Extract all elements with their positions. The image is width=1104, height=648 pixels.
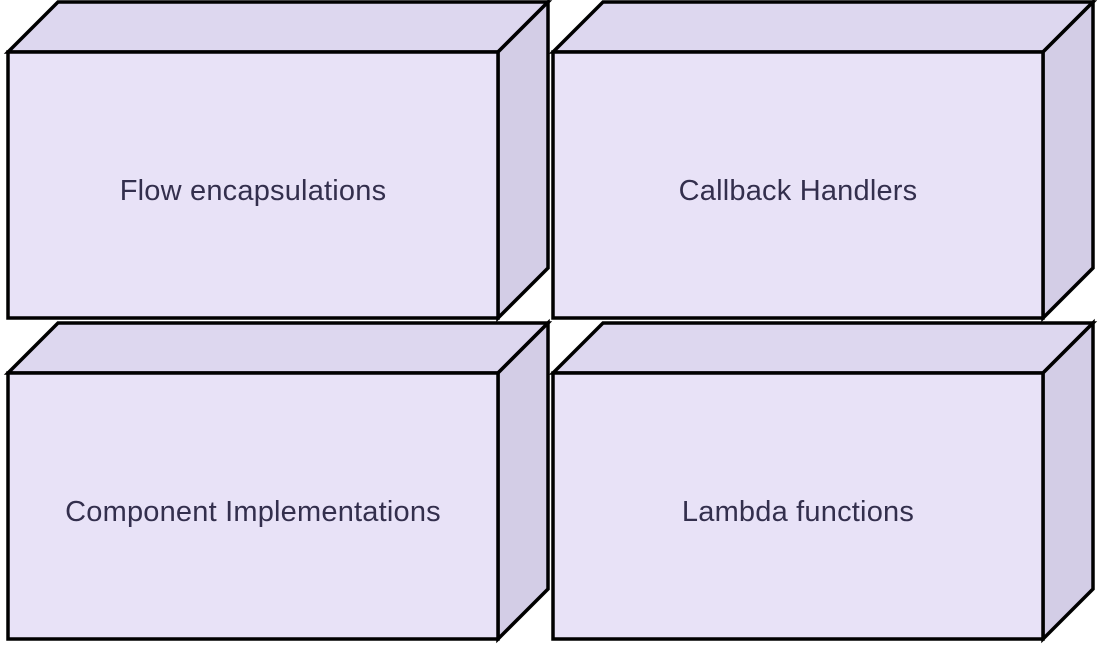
box-front-face	[551, 50, 1045, 320]
box-side-face	[496, 318, 550, 644]
box-top-face	[548, 0, 1098, 54]
box-side-face	[496, 0, 550, 323]
box3d-shape	[3, 0, 553, 323]
node-callback-handlers: Callback Handlers	[548, 0, 1098, 323]
box3d-shape	[548, 0, 1098, 323]
node-flow-encapsulations: Flow encapsulations	[3, 0, 553, 323]
box-front-face	[6, 371, 500, 641]
box-front-face	[551, 371, 1045, 641]
box-top-face	[3, 0, 553, 54]
box-top-face	[548, 321, 1098, 375]
box3d-shape	[548, 318, 1098, 644]
box-top-face	[3, 321, 553, 375]
box-front-face	[6, 50, 500, 320]
box-side-face	[1041, 318, 1095, 644]
box-side-face	[1041, 0, 1095, 323]
box3d-shape	[3, 318, 553, 644]
node-component-implementations: Component Implementations	[3, 318, 553, 644]
node-lambda-functions: Lambda functions	[548, 318, 1098, 644]
